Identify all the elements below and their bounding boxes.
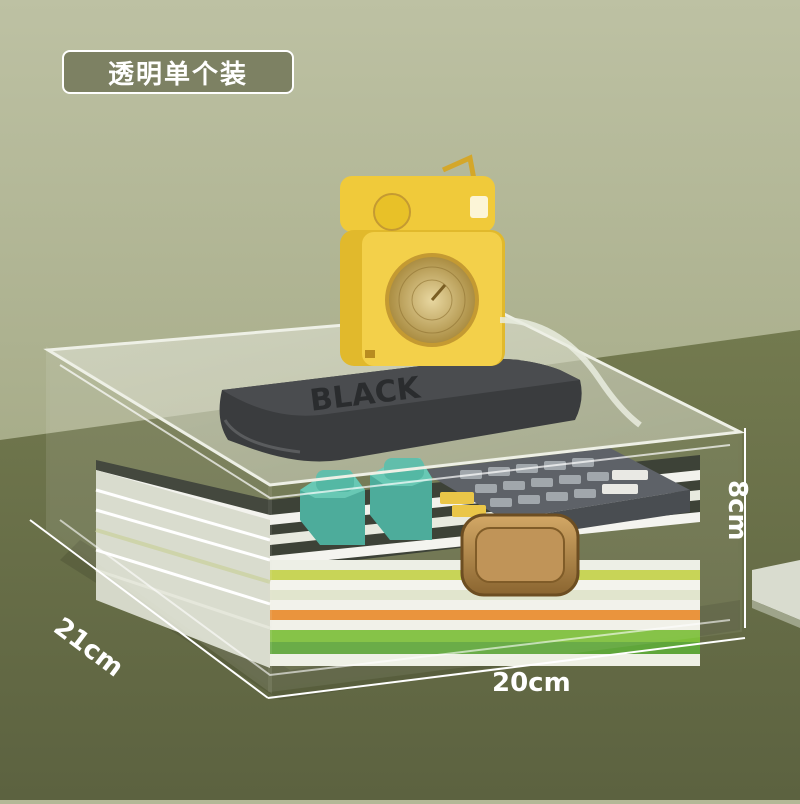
table-shadow	[60, 540, 740, 700]
width-dimension: 20cm	[492, 668, 571, 698]
speaker	[340, 154, 505, 366]
variant-label: 透明单个装	[62, 50, 294, 94]
side-book	[752, 560, 800, 628]
height-dimension: 8cm	[722, 480, 752, 541]
wallet: BLACK	[219, 358, 582, 462]
dimension-lines	[29, 428, 746, 699]
drawer-handle	[460, 513, 580, 597]
